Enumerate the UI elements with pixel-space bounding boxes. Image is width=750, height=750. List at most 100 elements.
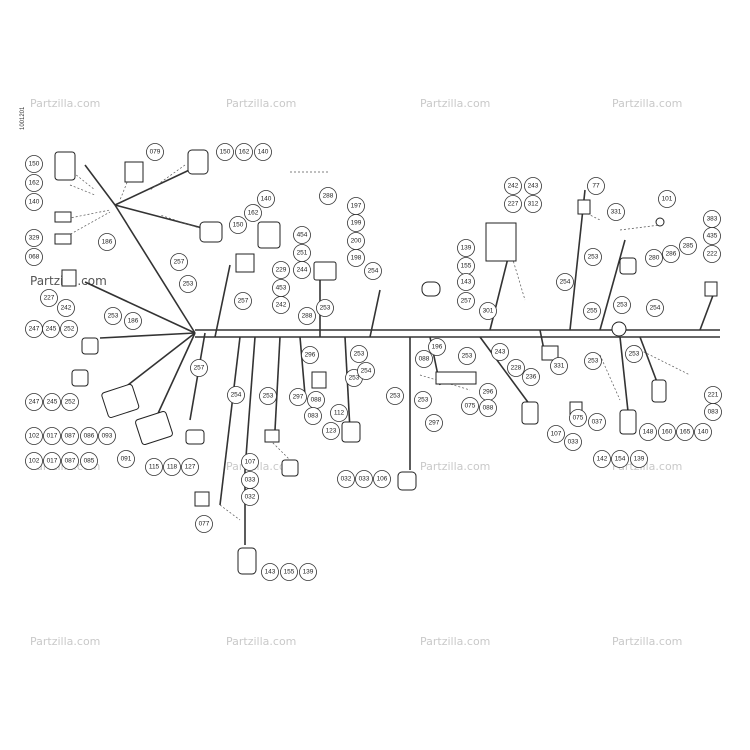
callout-199: 199 — [347, 214, 365, 232]
callout-118: 118 — [163, 458, 181, 476]
callout-079: 079 — [146, 143, 164, 161]
callout-label: 228 — [511, 365, 522, 372]
callout-label: 088 — [483, 405, 494, 412]
callout-label: 127 — [185, 464, 196, 471]
callout-label: 107 — [551, 431, 562, 438]
callout-297: 297 — [425, 414, 443, 432]
callout-label: 286 — [666, 251, 677, 258]
callout-383: 383 — [703, 210, 721, 228]
callout-label: 331 — [611, 209, 622, 216]
callout-label: 112 — [334, 410, 345, 417]
callout-label: 253 — [617, 302, 628, 309]
callout-label: 196 — [432, 344, 443, 351]
callout-label: 033 — [245, 477, 256, 484]
callout-label: 075 — [465, 403, 476, 410]
callout-label: 227 — [44, 295, 55, 302]
callout-286: 286 — [662, 245, 680, 263]
watermark: Partzilla.com — [226, 635, 296, 648]
callout-label: 033 — [568, 439, 579, 446]
connector — [651, 379, 667, 403]
callout-242: 242 — [57, 299, 75, 317]
callout-label: 033 — [359, 476, 370, 483]
callout-093: 093 — [98, 427, 116, 445]
callout-label: 186 — [128, 318, 139, 325]
callout-143: 143 — [261, 563, 279, 581]
callout-288: 288 — [298, 307, 316, 325]
connector — [61, 269, 77, 287]
ecu-box — [135, 410, 173, 446]
callout-label: 017 — [47, 433, 58, 440]
callout-label: 140 — [698, 429, 709, 436]
callout-label: 255 — [587, 308, 598, 315]
callout-label: 257 — [461, 298, 472, 305]
callout-label: 101 — [662, 196, 673, 203]
callout-label: 252 — [65, 399, 76, 406]
callout-label: 115 — [149, 464, 160, 471]
connector — [264, 429, 280, 443]
connector — [194, 491, 210, 507]
callout-083: 083 — [704, 403, 722, 421]
callout-label: 037 — [592, 419, 603, 426]
connector — [71, 369, 89, 387]
callout-253: 253 — [584, 352, 602, 370]
watermark: Partzilla.com — [30, 97, 100, 110]
callout-087: 087 — [61, 427, 79, 445]
callout-140: 140 — [254, 143, 272, 161]
connector — [577, 199, 591, 215]
connector — [187, 149, 209, 175]
callout-127: 127 — [181, 458, 199, 476]
connector — [619, 257, 637, 275]
callout-label: 253 — [183, 281, 194, 288]
callout-label: 106 — [377, 476, 388, 483]
callout-101: 101 — [658, 190, 676, 208]
callout-198: 198 — [347, 249, 365, 267]
callout-107: 107 — [241, 453, 259, 471]
callout-label: 079 — [150, 149, 161, 156]
callout-247: 247 — [25, 393, 43, 411]
callout-087: 087 — [61, 452, 79, 470]
connector — [124, 161, 144, 183]
callout-label: 253 — [108, 313, 119, 320]
callout-243: 243 — [491, 343, 509, 361]
callout-253: 253 — [386, 387, 404, 405]
callout-label: 139 — [461, 245, 472, 252]
callout-label: 150 — [220, 149, 231, 156]
callout-142: 142 — [593, 450, 611, 468]
callout-label: 093 — [102, 433, 113, 440]
connector — [541, 345, 559, 361]
callout-label: 140 — [29, 199, 40, 206]
callout-label: 143 — [265, 569, 276, 576]
connector — [54, 233, 72, 245]
connector — [199, 221, 223, 243]
callout-112: 112 — [330, 404, 348, 422]
callout-247: 247 — [25, 320, 43, 338]
connectors — [54, 149, 718, 575]
callout-label: 017 — [47, 458, 58, 465]
callout-label: 297 — [293, 394, 304, 401]
callout-244: 244 — [293, 261, 311, 279]
callout-label: 383 — [707, 216, 718, 223]
callout-245: 245 — [42, 320, 60, 338]
connector — [341, 421, 361, 443]
connector — [81, 337, 99, 355]
callout-297: 297 — [289, 388, 307, 406]
callout-label: 165 — [680, 429, 691, 436]
callout-088: 088 — [479, 399, 497, 417]
connector — [311, 371, 327, 389]
callout-245: 245 — [43, 393, 61, 411]
callout-label: 032 — [341, 476, 352, 483]
callout-312: 312 — [524, 195, 542, 213]
callout-label: 032 — [245, 494, 256, 501]
callout-label: 102 — [29, 458, 40, 465]
callout-label: 150 — [29, 161, 40, 168]
callout-154: 154 — [611, 450, 629, 468]
callout-label: 247 — [29, 399, 40, 406]
callout-088: 088 — [415, 350, 433, 368]
callout-label: 243 — [495, 349, 506, 356]
callout-285: 285 — [679, 237, 697, 255]
callout-033: 033 — [564, 433, 582, 451]
callout-086: 086 — [80, 427, 98, 445]
watermark: Partzilla.com — [420, 635, 490, 648]
callout-200: 200 — [347, 232, 365, 250]
callout-453: 453 — [272, 279, 290, 297]
